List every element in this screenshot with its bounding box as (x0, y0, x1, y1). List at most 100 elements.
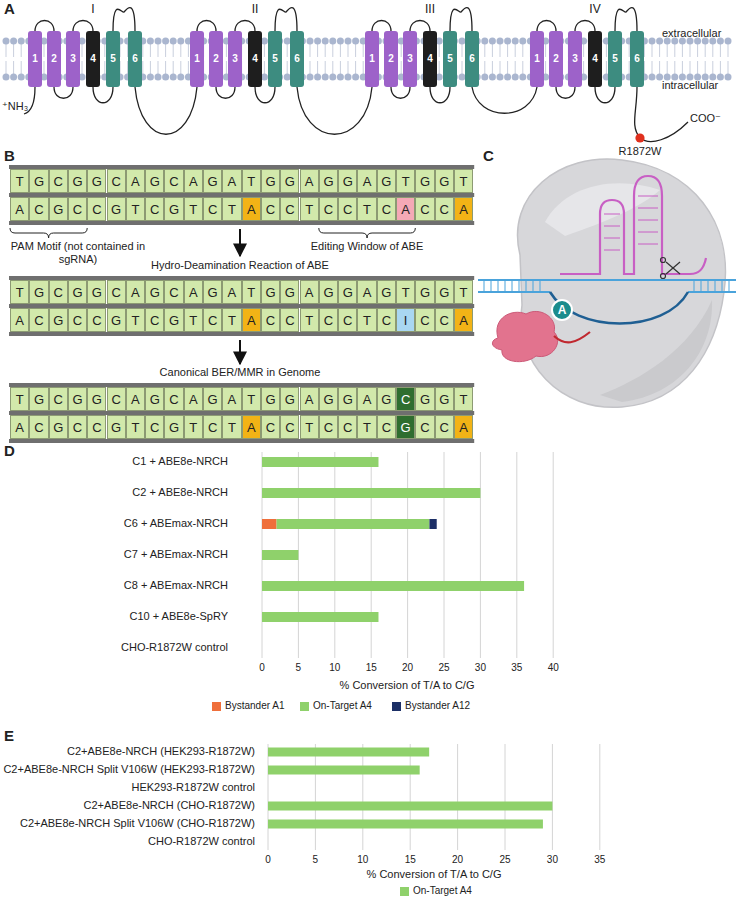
base-box: C (68, 415, 87, 439)
base-box: A (242, 197, 261, 221)
base-box: I (396, 308, 415, 332)
lipid-tail (606, 44, 607, 57)
base-box: A (222, 169, 241, 193)
base-box: C (164, 387, 183, 411)
lipid-tail (317, 61, 318, 74)
lipid-tail (332, 44, 333, 57)
lipid-head (170, 74, 177, 81)
node-text: T (402, 175, 410, 188)
base-box: C (87, 415, 106, 439)
node-text: C (208, 203, 217, 216)
node-text: C (420, 203, 429, 216)
base-box: G (415, 387, 434, 411)
base-box: G (203, 169, 222, 193)
transmembrane-segment: 1 (28, 31, 42, 87)
node-text: 2 (51, 54, 57, 64)
base-box: C (435, 415, 454, 439)
lipid-head (18, 74, 25, 81)
lipid-tail (158, 44, 159, 57)
process-arrow (239, 340, 241, 364)
domain-numeral: II (252, 3, 259, 16)
base-box: C (29, 415, 48, 439)
grid-line (334, 452, 335, 658)
lipid-head (314, 74, 321, 81)
base-box: G (107, 415, 126, 439)
lipid-tail (158, 61, 159, 74)
node-text: A (459, 314, 468, 327)
lipid-tail (180, 61, 181, 74)
tick-label: 20 (402, 661, 413, 674)
lipid-tail (363, 61, 364, 74)
protein-loop (197, 21, 216, 32)
row-label: CHO-R1872W control (121, 641, 228, 654)
terminus-label: ⁺NH₃ (2, 100, 28, 113)
node-text: 3 (407, 54, 413, 64)
base-box: G (29, 280, 48, 304)
node-text: G (439, 393, 449, 406)
base-box: A (184, 387, 203, 411)
lipid-tail (697, 44, 698, 57)
transmembrane-segment: 4 (248, 31, 262, 87)
node-text: C (440, 421, 449, 434)
node-text: A (247, 421, 256, 434)
base-box: T (396, 280, 415, 304)
node-text: A (228, 286, 237, 299)
lipid-head (170, 38, 177, 45)
transmembrane-segment: 4 (86, 31, 100, 87)
node-text: C (324, 314, 333, 327)
scissor-handle (661, 258, 666, 263)
node-text: C (92, 203, 101, 216)
lipid-tail (150, 44, 151, 57)
node-text: A (189, 393, 198, 406)
node-text: C (73, 203, 82, 216)
grid-line (410, 744, 411, 850)
base-box: C (49, 280, 68, 304)
base-box: T (357, 197, 376, 221)
node-text: C (169, 286, 178, 299)
node-text: G (420, 175, 430, 188)
lipid-head (3, 38, 10, 45)
base-box: G (203, 280, 222, 304)
node-text: G (92, 175, 102, 188)
node-text: A (363, 175, 372, 188)
legend-text: Bystander A1 (225, 700, 284, 712)
node-text: C (54, 393, 63, 406)
node-text: 5 (612, 54, 618, 64)
lipid-tail (173, 44, 174, 57)
lipid-tail (6, 61, 7, 74)
base-box: C (164, 280, 183, 304)
transmembrane-segment: 5 (106, 31, 120, 87)
chart-d (262, 452, 553, 658)
bar (268, 766, 420, 775)
base-box: A (357, 387, 376, 411)
base-box: C (396, 387, 415, 411)
node-text: C (34, 203, 43, 216)
lipid-head (322, 38, 329, 45)
base-box: A (222, 387, 241, 411)
lipid-tail (500, 61, 501, 74)
lipid-tail (340, 61, 341, 74)
grid-line (599, 744, 600, 850)
node-text: G (285, 393, 295, 406)
row-label: C1 + ABE8e-NRCH (132, 455, 228, 468)
lipid-tail (142, 44, 143, 57)
base-box: G (435, 280, 454, 304)
node-text: 4 (592, 54, 598, 64)
node-text: C (285, 314, 294, 327)
row-label: C2 + ABE8e-NRCH (132, 486, 228, 499)
base-box: A (454, 308, 473, 332)
node-text: C (150, 314, 159, 327)
base-box: G (145, 280, 164, 304)
protein-loop (635, 87, 688, 141)
node-text: G (208, 286, 218, 299)
lipid-tail (690, 61, 691, 74)
transmembrane-segment: 6 (630, 31, 644, 87)
lipid-tail (606, 61, 607, 74)
base-box: T (242, 387, 261, 411)
grid-line (516, 452, 517, 658)
tick-label: 15 (405, 853, 416, 866)
base-box: G (280, 169, 299, 193)
node-text: A (228, 175, 237, 188)
lipid-head (489, 38, 496, 45)
grid-line (371, 452, 372, 658)
